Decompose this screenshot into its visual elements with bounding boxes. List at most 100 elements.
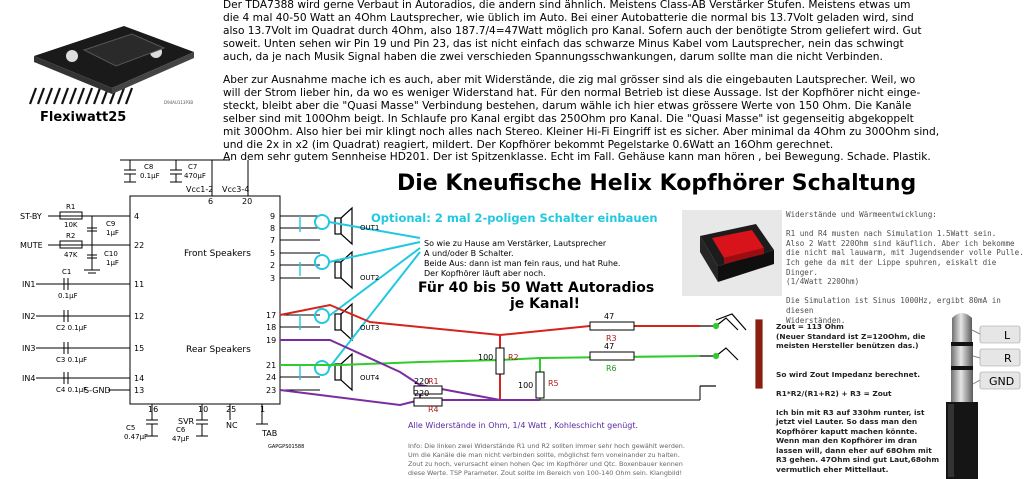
part-label: C5 xyxy=(126,424,135,432)
r2-value: 100 xyxy=(478,353,493,362)
r3-value: 47 xyxy=(604,312,614,321)
resistor-note: Alle Widerstände in Ohm, 1/4 Watt , Kohl… xyxy=(408,421,638,430)
pin-number: 4 xyxy=(134,212,139,221)
nc-label: NC xyxy=(226,421,238,430)
r6-name: R6 xyxy=(606,364,617,373)
pin-label: ST-BY xyxy=(20,212,42,221)
pin-label: MUTE xyxy=(20,241,43,250)
optional-switch-note: Optional: 2 mal 2-poligen Schalter einba… xyxy=(371,211,658,225)
speaker-out2 xyxy=(334,250,353,290)
jack-socket-symbol xyxy=(700,313,763,389)
r6-value: 47 xyxy=(604,342,614,351)
pin-number: 23 xyxy=(266,386,276,395)
ic-body xyxy=(129,195,281,405)
resistor-r2 xyxy=(495,347,505,375)
pin-number: 14 xyxy=(134,374,144,383)
switch-note-line-3: Beide Aus: dann ist man fein raus, und h… xyxy=(424,259,620,268)
pin-label: IN3 xyxy=(22,344,35,353)
out-label: OUT3 xyxy=(360,324,379,332)
pin-number: 11 xyxy=(134,280,144,289)
pin-number: 15 xyxy=(134,344,144,353)
pin-number: 6 xyxy=(208,197,213,206)
chip-label: Flexiwatt25 xyxy=(40,110,127,125)
switch-note-line-1: So wie zu Hause am Verstärker, Lautsprec… xyxy=(424,239,607,248)
jack-label-l: L xyxy=(1004,329,1011,342)
part-label: C7 xyxy=(188,163,197,171)
switch-note-line-4: Der Kopfhörer läuft aber noch. xyxy=(424,269,546,278)
part-label: C9 xyxy=(106,220,115,228)
watts-note-line-1: Für 40 bis 50 Watt Autoradios xyxy=(418,280,654,296)
tab-label: TAB xyxy=(261,429,277,438)
resistor-r3 xyxy=(589,321,635,331)
pin-number: 8 xyxy=(270,224,275,233)
part-label: C1 xyxy=(62,268,71,276)
part-label: 0.1µF xyxy=(58,292,78,300)
info-note-line-2: Um die Kanäle die man nicht verbinden so… xyxy=(408,451,680,459)
part-label: 1µF xyxy=(106,229,119,237)
speaker-out1 xyxy=(334,206,353,246)
pin-number: 19 xyxy=(266,336,276,345)
part-label: 1µF xyxy=(106,259,119,267)
part-label: C2 0.1µF xyxy=(56,324,87,332)
out-label: OUT2 xyxy=(360,274,379,282)
part-label: 470µF xyxy=(184,172,206,180)
r5-value: 100 xyxy=(518,381,533,390)
optional-switch-marks xyxy=(299,214,421,380)
resistor-r4 xyxy=(413,397,443,407)
pin-number: 13 xyxy=(134,386,144,395)
calc-note: Zout = 113 Ohm (Neuer Standard ist Z=120… xyxy=(776,322,940,474)
resistor-r6 xyxy=(589,351,635,361)
pin-number: 2 xyxy=(270,261,275,270)
pin-number: 16 xyxy=(148,405,158,414)
pin-number: 22 xyxy=(134,241,144,250)
info-note-line-1: Info: Die linken zwei Widerstände R1 und… xyxy=(408,442,685,450)
part-label: C8 xyxy=(144,163,153,171)
part-label: 0.47µF xyxy=(124,433,148,441)
switch-note-line-2: A und/oder B Schalter. xyxy=(424,249,514,258)
ic-label-vcc34: Vcc3-4 xyxy=(222,185,249,194)
diagram-title: Die Kneufische Helix Kopfhörer Schaltung xyxy=(397,171,917,196)
part-label: 0.1µF xyxy=(140,172,160,180)
part-label: R2 xyxy=(66,232,75,240)
front-speakers-label: Front Speakers xyxy=(184,249,251,259)
resistor-r1 xyxy=(413,385,443,395)
svr-label: SVR xyxy=(178,417,195,426)
part-label: 47µF xyxy=(172,435,189,443)
out-label: OUT1 xyxy=(360,224,379,232)
pin-number: 17 xyxy=(266,311,276,320)
pin-number: 25 xyxy=(226,405,236,414)
chip-fine-print: D94AU113P3B xyxy=(164,100,193,105)
info-note-line-3: Zout zu hoch, verursacht einen hohen Qec… xyxy=(408,460,683,468)
pin-number: 18 xyxy=(266,323,276,332)
pin-label: IN4 xyxy=(22,374,35,383)
out-label: OUT4 xyxy=(360,374,380,382)
pin-number: 7 xyxy=(270,236,275,245)
jack-plug-image: L R GND xyxy=(946,313,1021,479)
part-label: R1 xyxy=(66,203,75,211)
part-label: 10K xyxy=(64,221,78,229)
ic-label-vcc12: Vcc1-2 xyxy=(186,185,213,194)
r4-value: 220 xyxy=(414,389,429,398)
r2-name: R2 xyxy=(508,353,519,362)
heat-note: Widerstände und Wärmeentwicklung: R1 und… xyxy=(786,210,1024,325)
watts-note-line-2: je Kanal! xyxy=(509,296,580,312)
pin-number: 10 xyxy=(198,405,208,414)
rear-speakers-label: Rear Speakers xyxy=(186,345,251,355)
jack-label-r: R xyxy=(1004,352,1012,365)
r4-name: R4 xyxy=(428,405,439,414)
part-label: C10 xyxy=(104,250,118,258)
chip-image: D94AU113P3B xyxy=(28,26,194,105)
pin-number: 24 xyxy=(266,373,276,382)
part-label: C4 0.1µF xyxy=(56,386,87,394)
r3-name: R3 xyxy=(606,334,617,343)
pin-number: 12 xyxy=(134,312,144,321)
pin-label: IN1 xyxy=(22,280,35,289)
rocker-switch-image xyxy=(682,210,782,296)
pin-number: 1 xyxy=(260,405,265,414)
part-label: C6 xyxy=(176,426,186,434)
pin-number: 5 xyxy=(270,249,275,258)
resistor-r5 xyxy=(535,371,545,399)
r1-name: R1 xyxy=(428,377,439,386)
jack-label-gnd: GND xyxy=(989,375,1014,388)
